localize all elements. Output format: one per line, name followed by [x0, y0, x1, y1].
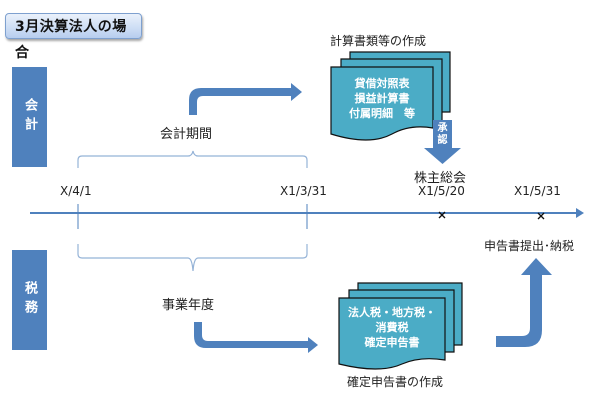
tax-docs-caption: 確定申告書の作成	[347, 375, 444, 389]
section-tax: 税務	[12, 250, 47, 350]
date-meeting: X1/5/20	[418, 184, 465, 198]
arrow-to-tax-return	[194, 322, 318, 353]
approval-label: 承認	[437, 123, 448, 146]
timeline-arrowhead	[576, 208, 584, 218]
tax-docs-text: 法人税・地方税・ 消費税 確定申告書	[341, 305, 443, 350]
date-start: X/4/1	[60, 184, 92, 198]
marker-meeting	[438, 211, 446, 219]
tax-doc-line: 消費税	[375, 321, 409, 334]
marker-filing	[537, 212, 545, 220]
arrow-to-filing	[496, 258, 552, 347]
fiscal-year-label: 事業年度	[162, 298, 215, 313]
arrow-to-financial-docs	[189, 83, 302, 115]
tax-doc-line: 法人税・地方税・	[348, 306, 436, 319]
page-title: 3月決算法人の場合	[5, 13, 142, 61]
filing-label: 申告書提出･納税	[484, 239, 575, 253]
financial-docs-caption: 計算書類等の作成	[330, 34, 427, 48]
shareholders-meeting-label: 株主総会	[414, 171, 467, 186]
financial-docs-shape	[330, 51, 451, 141]
tax-docs-shape	[338, 282, 463, 370]
financial-docs-text: 貸借対照表 損益計算書 付属明細 等	[334, 76, 430, 121]
date-fiscal-end: X1/3/31	[280, 184, 327, 198]
accounting-period-label: 会計期間	[160, 127, 213, 142]
brace-fiscal-year	[77, 244, 308, 272]
section-accounting: 会計	[12, 67, 47, 167]
financial-doc-line: 付属明細 等	[349, 107, 415, 120]
approval-arrow	[424, 120, 461, 164]
tax-doc-line: 確定申告書	[364, 336, 420, 349]
date-filing: X1/5/31	[514, 184, 561, 198]
brace-accounting-period	[77, 150, 308, 168]
financial-doc-line: 損益計算書	[354, 92, 410, 105]
financial-doc-line: 貸借対照表	[354, 77, 410, 90]
